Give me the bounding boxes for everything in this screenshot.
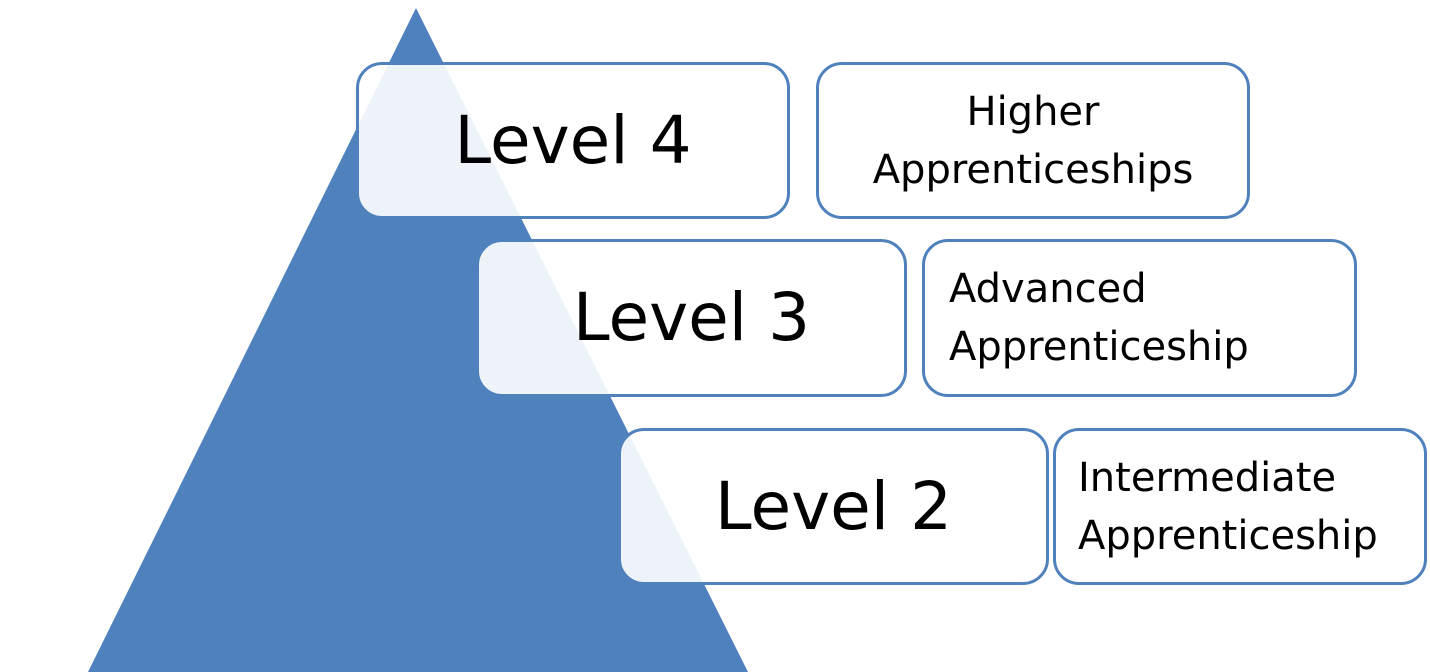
level-3-description-line-2: Apprenticeship (949, 324, 1249, 370)
level-2-description-line-1: Intermediate (1078, 454, 1337, 501)
level-4-box: Level 4 (356, 62, 790, 219)
level-2-description: Intermediate Apprenticeship (1078, 449, 1378, 565)
level-4-description-line-2: Apprenticeships (872, 146, 1194, 193)
level-4-label: Level 4 (454, 101, 692, 179)
level-4-description: Higher Apprenticeships (873, 83, 1194, 199)
pyramid-triangle (88, 8, 748, 672)
level-3-box: Level 3 (476, 239, 907, 397)
level-3-description-box: Advanced Apprenticeship (922, 239, 1357, 397)
level-2-description-box: Intermediate Apprenticeship (1053, 428, 1427, 585)
level-2-description-line-2: Apprenticeship (1078, 512, 1378, 559)
level-3-description: Advanced Apprenticeship (949, 260, 1249, 376)
level-4-description-line-1: Higher (966, 88, 1100, 135)
level-3-description-line-1: Advanced (949, 266, 1147, 312)
level-2-box: Level 2 (618, 428, 1049, 585)
level-3-label: Level 3 (572, 279, 811, 356)
level-2-label: Level 2 (714, 467, 953, 545)
level-4-description-box: Higher Apprenticeships (816, 62, 1250, 219)
